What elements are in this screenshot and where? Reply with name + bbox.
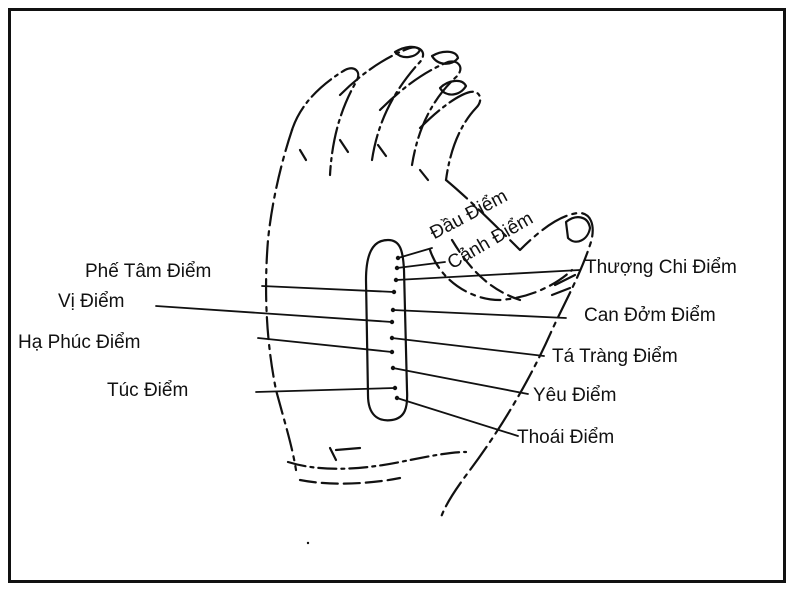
leader-can-dom xyxy=(393,310,566,318)
leader-vi xyxy=(156,306,392,322)
finger-4 xyxy=(420,92,480,180)
label-phe-tam: Phế Tâm Điểm xyxy=(85,262,211,281)
finger-2 xyxy=(340,47,423,160)
wrist-crease-2 xyxy=(300,478,400,484)
label-ha-phuc: Hạ Phúc Điểm xyxy=(18,333,141,352)
finger-1 xyxy=(292,68,358,175)
label-thuong-chi: Thượng Chi Điểm xyxy=(585,258,737,277)
leader-ha-phuc xyxy=(258,338,392,352)
leader-thuong-chi xyxy=(396,270,580,280)
hand-outline-left xyxy=(266,130,296,470)
label-thoai: Thoái Điểm xyxy=(517,428,614,447)
label-vi: Vị Điểm xyxy=(58,292,125,311)
label-yeu: Yêu Điểm xyxy=(533,386,616,405)
leader-dau xyxy=(398,248,432,258)
leader-yeu xyxy=(393,368,528,394)
knuckle-crease-4 xyxy=(420,170,428,180)
leader-ta-trang xyxy=(392,338,544,356)
knuckle-crease-2 xyxy=(340,140,348,152)
knuckle-crease-3 xyxy=(378,145,386,156)
thumbnail xyxy=(566,217,590,241)
wrist-crease-1 xyxy=(288,452,466,469)
label-tuc: Túc Điểm xyxy=(107,381,188,400)
label-can-dom: Can Đởm Điểm xyxy=(584,306,716,325)
finger-3 xyxy=(380,61,460,165)
wrist-mark xyxy=(330,448,360,460)
leader-thoai xyxy=(397,398,518,436)
knuckle-crease-1 xyxy=(300,150,306,160)
fingernail-2 xyxy=(432,52,458,64)
ink-dot xyxy=(307,542,309,544)
leader-phe-tam xyxy=(262,286,394,292)
label-ta-trang: Tá Tràng Điểm xyxy=(552,347,678,366)
fingernail-3 xyxy=(440,81,466,95)
leader-tuc xyxy=(256,388,395,392)
